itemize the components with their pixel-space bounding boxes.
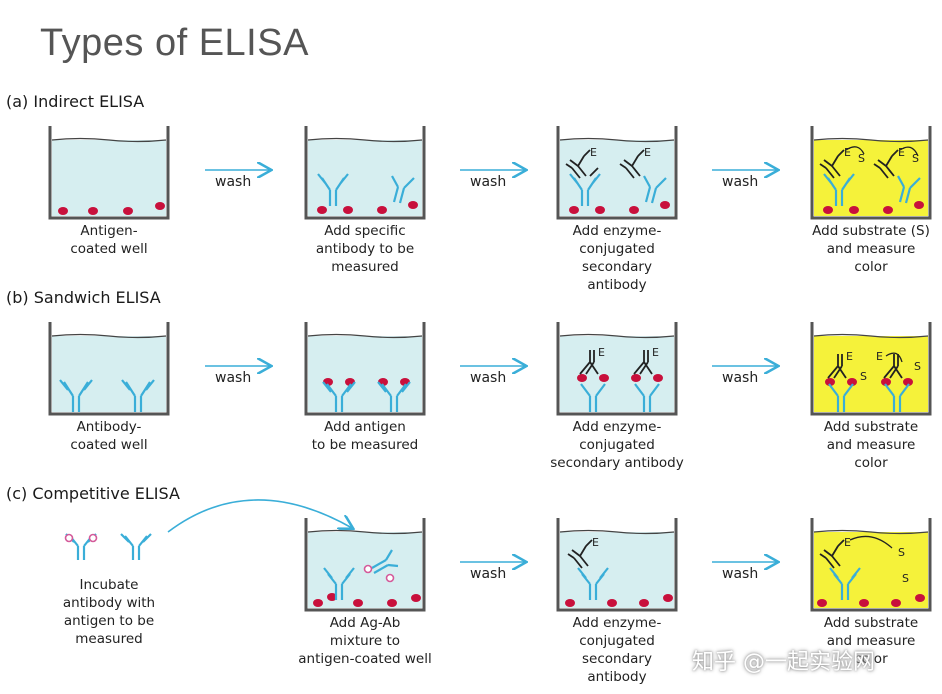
secondary-antibodies bbox=[565, 149, 903, 569]
well-a1 bbox=[48, 126, 170, 220]
wash-label-a2: wash bbox=[470, 174, 507, 190]
wash-label-a1: wash bbox=[215, 174, 252, 190]
caption-a1: Antigen- coated well bbox=[70, 223, 148, 257]
section-label-indirect: (a) Indirect ELISA bbox=[6, 92, 145, 111]
wash-arrows bbox=[167, 170, 777, 562]
well-c2 bbox=[304, 518, 426, 612]
caption-c4: Add substrate and measure color bbox=[823, 615, 919, 667]
wash-label-c2: wash bbox=[470, 566, 507, 582]
enzyme-label: E bbox=[876, 350, 883, 363]
enzyme-label: E bbox=[844, 536, 851, 549]
caption-b1: Antibody- coated well bbox=[70, 419, 148, 453]
substrate-label: S bbox=[912, 152, 919, 165]
arrow-c1-curved bbox=[167, 499, 352, 533]
substrate-label: S bbox=[914, 360, 921, 373]
enzyme-label: E bbox=[652, 346, 659, 359]
wash-label-b2: wash bbox=[470, 370, 507, 386]
page-title: Types of ELISA bbox=[40, 22, 309, 64]
caption-a3: Add enzyme- conjugated secondary antibod… bbox=[572, 223, 662, 293]
enzyme-label: E bbox=[844, 146, 851, 159]
section-label-competitive: (c) Competitive ELISA bbox=[6, 484, 180, 503]
enzyme-label: E bbox=[846, 350, 853, 363]
caption-c1: Incubate antibody with antigen to be mea… bbox=[62, 577, 156, 647]
caption-c2: Add Ag-Ab mixture to antigen-coated well bbox=[298, 615, 432, 667]
caption-b3: Add enzyme- conjugated secondary antibod… bbox=[550, 419, 684, 471]
substrate-label: S bbox=[898, 546, 905, 559]
well-b3 bbox=[556, 322, 678, 416]
well-a2 bbox=[304, 126, 426, 220]
enzyme-label: E bbox=[644, 146, 651, 159]
enzyme-label: E bbox=[592, 536, 599, 549]
enzyme-marks: E E E E E E E E E E bbox=[590, 146, 905, 549]
well-b1 bbox=[48, 322, 170, 416]
well-b4 bbox=[810, 322, 932, 416]
substrate-marks: S S S S S S bbox=[858, 152, 921, 585]
caption-a2: Add specific antibody to be measured bbox=[315, 223, 415, 275]
wash-label-c3: wash bbox=[722, 566, 759, 582]
reaction-arrows bbox=[845, 146, 919, 549]
enzyme-label: E bbox=[598, 346, 605, 359]
caption-a4: Add substrate (S) and measure color bbox=[812, 223, 930, 275]
free-antigens bbox=[64, 533, 395, 583]
caption-c3: Add enzyme- conjugated secondary antibod… bbox=[572, 615, 662, 685]
wash-label-a3: wash bbox=[722, 174, 759, 190]
enzyme-label: E bbox=[590, 146, 597, 159]
enzyme-label: E bbox=[898, 146, 905, 159]
wash-label-b1: wash bbox=[215, 370, 252, 386]
well-b2 bbox=[304, 322, 426, 416]
substrate-label: S bbox=[902, 572, 909, 585]
caption-b4: Add substrate and measure color bbox=[823, 419, 919, 471]
caption-b2: Add antigen to be measured bbox=[311, 419, 419, 453]
wash-label-b3: wash bbox=[722, 370, 759, 386]
substrate-label: S bbox=[860, 370, 867, 383]
well-a3 bbox=[556, 126, 678, 220]
primary-antibodies bbox=[59, 173, 921, 600]
substrate-label: S bbox=[858, 152, 865, 165]
watermark: 知乎 @一起实验网 bbox=[692, 650, 875, 675]
well-c3 bbox=[556, 518, 678, 612]
section-label-sandwich: (b) Sandwich ELISA bbox=[6, 288, 161, 307]
